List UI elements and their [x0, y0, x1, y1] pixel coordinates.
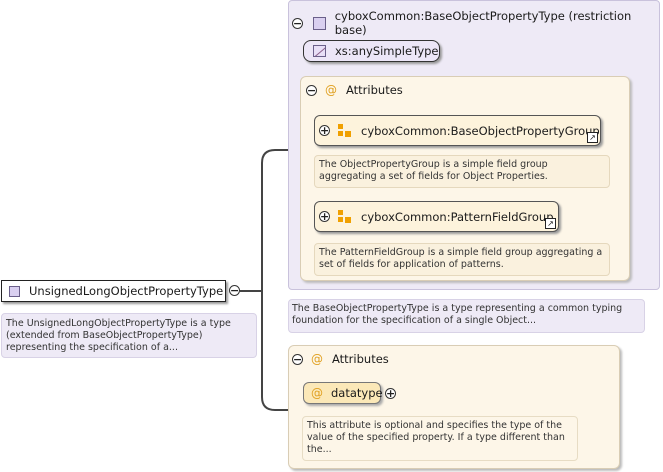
attributes-label: Attributes [346, 83, 403, 97]
attribute-expand-toggle[interactable]: + [385, 388, 396, 399]
attribute-group-name: cyboxCommon:BaseObjectPropertyGroup [361, 124, 600, 138]
attribute-description: This attribute is optional and specifies… [302, 416, 578, 461]
at-icon: @ [311, 352, 323, 366]
root-description: The UnsignedLongObjectPropertyType is a … [1, 313, 257, 358]
attribute-box[interactable]: @ datatype [303, 382, 381, 404]
attribute-name: datatype [331, 386, 383, 400]
complex-type-icon [9, 286, 20, 297]
attribute-group-description: The PatternFieldGroup is a simple field … [314, 243, 610, 276]
expand-toggle[interactable]: + [319, 125, 330, 136]
root-type-name: UnsignedLongObjectPropertyType [29, 284, 223, 298]
attribute-group-box[interactable]: + cyboxCommon:PatternFieldGroup ↗ [314, 201, 559, 232]
root-type-box[interactable]: UnsignedLongObjectPropertyType [1, 280, 226, 302]
own-attributes-header: − @ Attributes [292, 352, 389, 366]
root-collapse-toggle[interactable]: − [229, 285, 240, 296]
restriction-header: − cyboxCommon:BaseObjectPropertyType (re… [292, 9, 659, 37]
attribute-group-box[interactable]: + cyboxCommon:BaseObjectPropertyGroup ↗ [314, 115, 601, 146]
attribute-group-icon [338, 124, 352, 137]
attributes-label: Attributes [332, 352, 389, 366]
at-icon: @ [325, 83, 337, 97]
base-attributes-header: − @ Attributes [306, 83, 403, 97]
restriction-title: cyboxCommon:BaseObjectPropertyType (rest… [335, 9, 659, 37]
base-type-description: The BaseObjectPropertyType is a type rep… [288, 299, 645, 333]
simple-type-icon [313, 45, 326, 57]
reference-arrow-icon[interactable]: ↗ [545, 218, 556, 229]
simple-type-name: xs:anySimpleType [335, 44, 439, 58]
attributes-collapse-toggle[interactable]: − [292, 354, 303, 365]
attributes-collapse-toggle[interactable]: − [306, 85, 317, 96]
attribute-group-name: cyboxCommon:PatternFieldGroup [361, 210, 554, 224]
at-icon: @ [311, 386, 323, 400]
expand-toggle[interactable]: + [319, 211, 330, 222]
attribute-group-icon [338, 210, 352, 223]
reference-arrow-icon[interactable]: ↗ [587, 132, 598, 143]
attribute-group-description: The ObjectPropertyGroup is a simple fiel… [314, 155, 610, 188]
simple-type-box[interactable]: xs:anySimpleType [303, 40, 440, 62]
complex-type-icon [313, 17, 326, 30]
restriction-collapse-toggle[interactable]: − [292, 18, 303, 29]
